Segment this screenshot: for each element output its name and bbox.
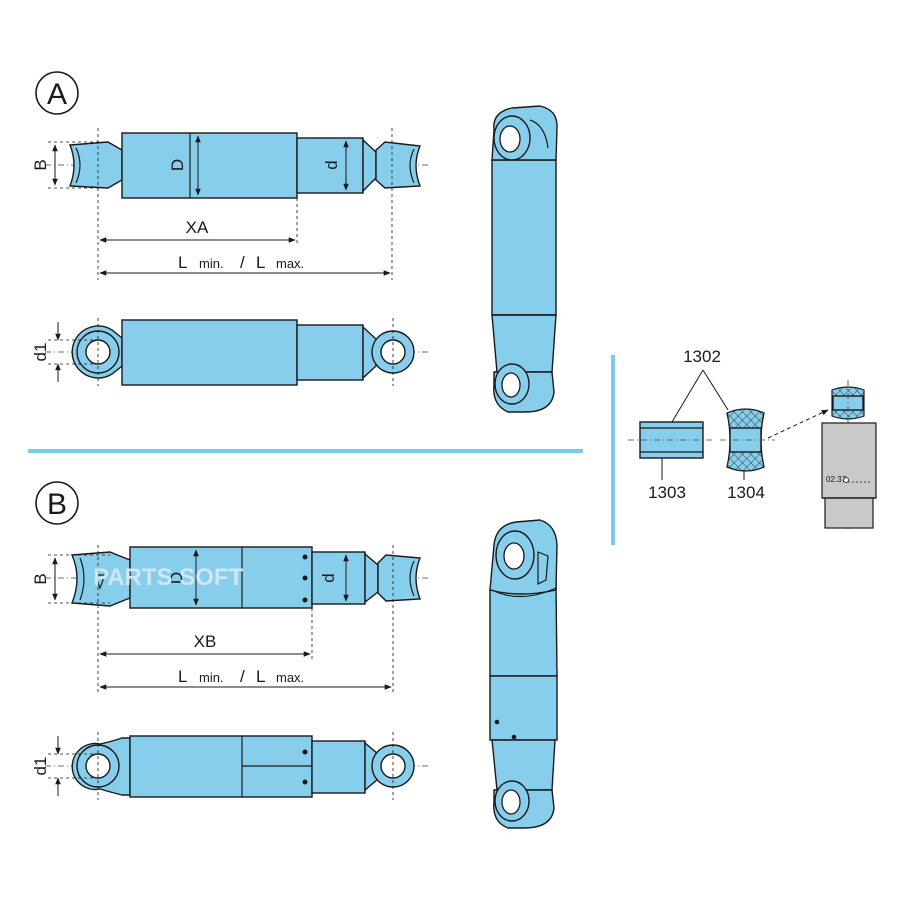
dim-b-b: B [31, 573, 50, 584]
dim-xa: XA [186, 218, 209, 237]
svg-text:max.: max. [276, 256, 304, 271]
assembled-view: 02.37 [821, 380, 877, 530]
dim-d-b: d [319, 573, 338, 582]
svg-text:L: L [178, 253, 187, 272]
dim-b-a: B [31, 159, 50, 170]
shock-b-perspective [489, 519, 558, 829]
dim-D-b: D [167, 572, 186, 584]
part-label-1302: 1302 [683, 347, 721, 366]
svg-text:min.: min. [199, 670, 224, 685]
svg-text:min.: min. [199, 256, 224, 271]
dim-d1-b: d1 [31, 757, 50, 776]
shock-a-perspective [491, 105, 558, 413]
svg-text:L: L [178, 667, 187, 686]
svg-text:L: L [256, 253, 265, 272]
shock-b-side-view: B D d XB L min. / L max. [31, 545, 430, 693]
section-a-label: A [47, 78, 67, 111]
size-tag: 02.37 [826, 475, 847, 484]
svg-text:/: / [240, 667, 245, 686]
sleeve-1303: 1303 [628, 421, 715, 502]
bushing-1304: 1304 [720, 408, 775, 502]
section-b-marker: B [35, 481, 79, 525]
section-a-marker: A [35, 71, 79, 115]
dim-d1-a: d1 [31, 343, 50, 362]
dim-xb: XB [194, 632, 217, 651]
section-b: B B D d [31, 481, 558, 829]
section-a: A B D d [31, 71, 558, 413]
part-label-1303: 1303 [648, 483, 686, 502]
dim-length-a: L min. / L max. [178, 253, 304, 272]
shock-a-top-view: d1 [31, 318, 430, 386]
part-label-1304: 1304 [727, 483, 765, 502]
svg-text:max.: max. [276, 670, 304, 685]
svg-text:/: / [240, 253, 245, 272]
dim-length-b: L min. / L max. [178, 667, 304, 686]
watermark: PARTS SOFT [93, 564, 244, 591]
shock-a-side-view: B D d XA L min. / L max. [31, 128, 430, 280]
dim-d-a: d [322, 160, 341, 169]
dim-D-a: D [168, 159, 187, 171]
svg-text:L: L [256, 667, 265, 686]
shock-b-top-view: d1 [31, 732, 430, 800]
section-b-label: B [47, 488, 67, 521]
bushing-detail: 1302 1303 1304 [628, 347, 877, 530]
